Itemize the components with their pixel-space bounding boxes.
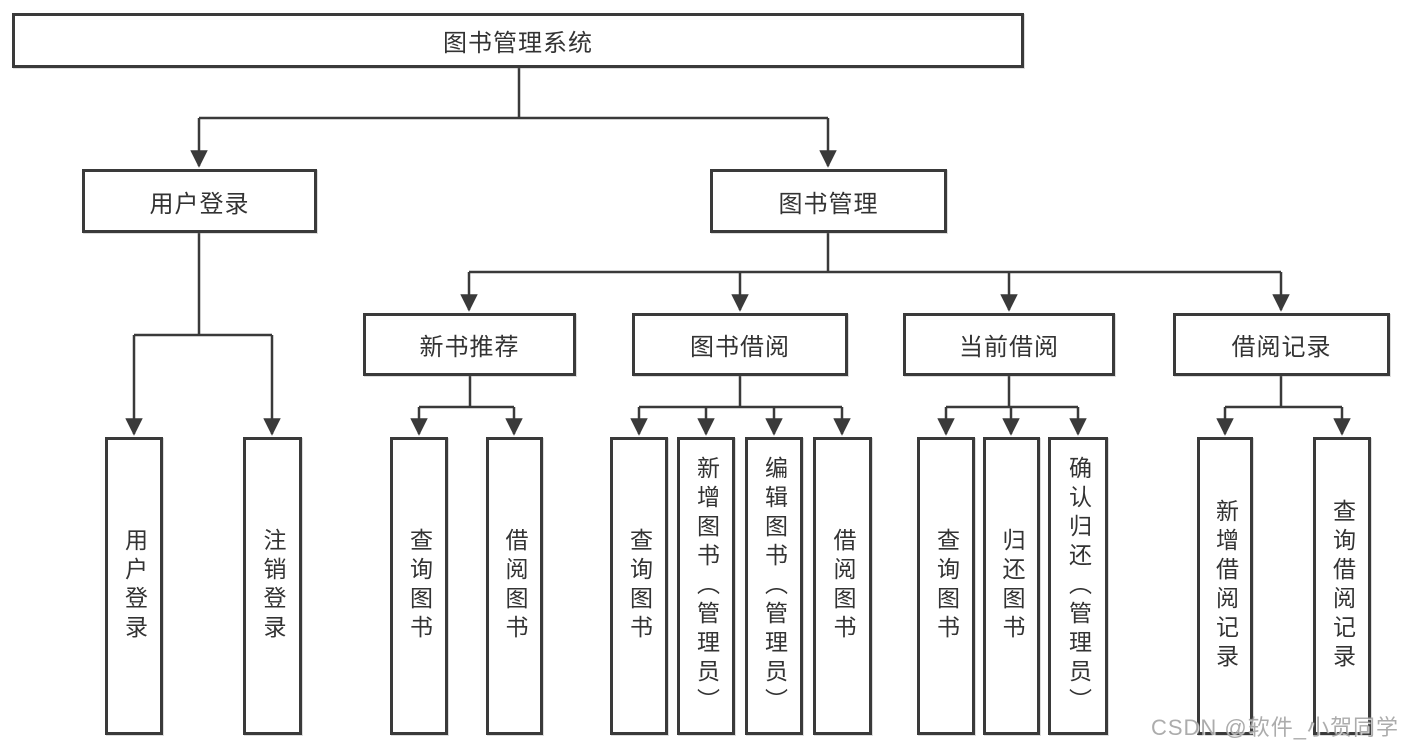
node-label: 新书推荐 — [419, 334, 520, 361]
leaf-nb-query-books: 查询图书 — [390, 437, 448, 735]
leaf-user-login: 用户登录 — [105, 437, 163, 735]
node-new-book-recommendation: 新书推荐 — [363, 313, 576, 376]
leaf-label: 新增图书（管理员） — [693, 455, 720, 717]
leaf-label: 编辑图书（管理员） — [761, 455, 788, 717]
leaf-bb-add-book-admin: 新增图书（管理员） — [677, 437, 735, 735]
leaf-label: 归还图书 — [999, 528, 1025, 644]
node-current-borrowing: 当前借阅 — [903, 313, 1115, 376]
node-library-management-system: 图书管理系统 — [12, 13, 1024, 68]
leaf-br-query-borrow-record: 查询借阅记录 — [1313, 437, 1371, 735]
node-label: 借阅记录 — [1231, 334, 1332, 361]
leaf-label: 查询图书 — [933, 528, 960, 644]
leaf-br-add-borrow-record: 新增借阅记录 — [1197, 437, 1253, 735]
leaf-bb-borrow-books: 借阅图书 — [813, 437, 872, 735]
node-label: 用户登录 — [149, 190, 250, 218]
leaf-label: 查询图书 — [626, 528, 653, 644]
leaf-label: 查询借阅记录 — [1329, 499, 1356, 673]
node-label: 当前借阅 — [959, 334, 1059, 361]
leaf-bb-edit-book-admin: 编辑图书（管理员） — [745, 437, 803, 735]
node-user-login: 用户登录 — [82, 169, 317, 233]
node-borrowing-records: 借阅记录 — [1173, 313, 1390, 376]
node-label: 图书管理系统 — [443, 30, 593, 57]
node-label: 图书管理 — [778, 190, 879, 218]
leaf-label: 用户登录 — [121, 528, 148, 644]
leaf-nb-borrow-books: 借阅图书 — [486, 437, 543, 735]
csdn-watermark: CSDN @软件_小贺同学 — [1150, 715, 1399, 740]
leaf-cb-confirm-return-admin: 确认归还（管理员） — [1048, 437, 1108, 735]
leaf-label: 注销登录 — [260, 528, 286, 644]
leaf-label: 确认归还（管理员） — [1065, 455, 1092, 717]
leaf-label: 借阅图书 — [830, 528, 856, 644]
node-book-management: 图书管理 — [710, 169, 947, 233]
leaf-cb-query-books: 查询图书 — [917, 437, 975, 735]
leaf-logout: 注销登录 — [243, 437, 302, 735]
leaf-label: 新增借阅记录 — [1212, 499, 1239, 673]
node-book-borrowing: 图书借阅 — [632, 313, 848, 376]
leaf-label: 查询图书 — [406, 528, 433, 644]
leaf-cb-return-books: 归还图书 — [983, 437, 1040, 735]
node-label: 图书借阅 — [690, 334, 790, 361]
leaf-label: 借阅图书 — [502, 528, 528, 644]
leaf-bb-query-books: 查询图书 — [610, 437, 668, 735]
